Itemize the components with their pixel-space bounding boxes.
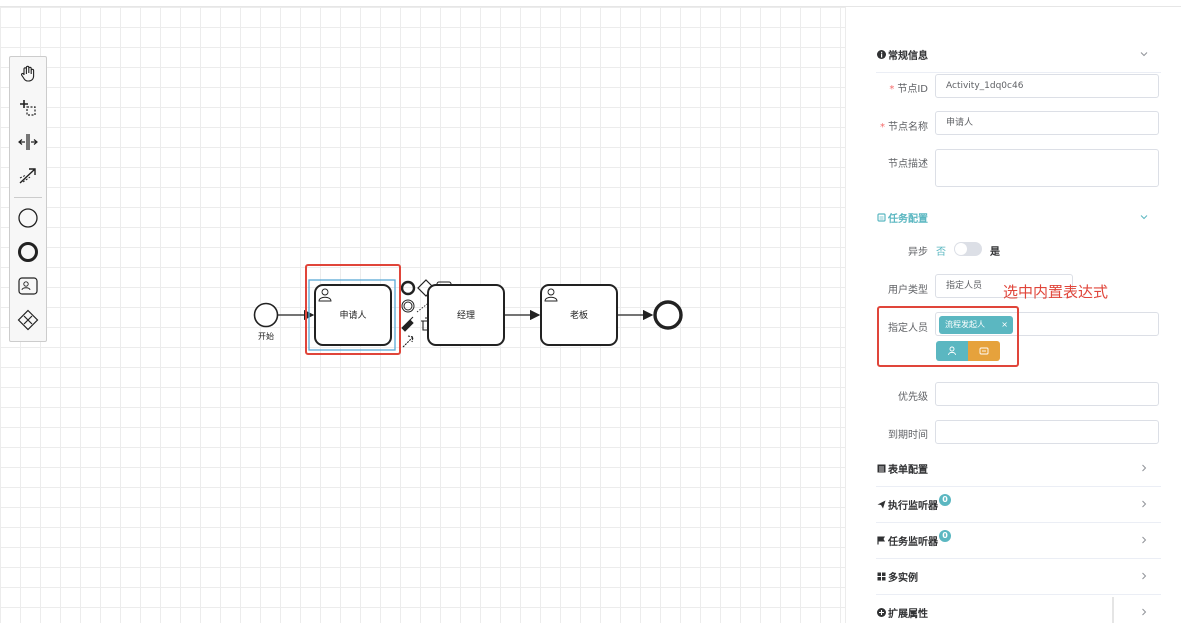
section-exec-listener[interactable]: 执行监听器 0 xyxy=(876,487,1161,523)
node-desc-label: 节点描述 xyxy=(888,159,928,170)
assignee-tag: 流程发起人 × xyxy=(939,316,1013,334)
chevron-right-icon xyxy=(1139,463,1149,476)
node-desc-textarea[interactable] xyxy=(935,149,1159,187)
highlight-task-box xyxy=(305,264,401,355)
task-applicant[interactable] xyxy=(314,284,392,346)
hand-tool-icon[interactable] xyxy=(10,57,46,91)
selection-outline xyxy=(308,279,396,351)
user-icon xyxy=(318,288,332,302)
chevron-right-icon xyxy=(1139,499,1149,512)
info-icon xyxy=(876,50,886,60)
section-general-title: 常规信息 xyxy=(888,51,928,62)
grid-icon xyxy=(876,572,886,582)
task-listener-count: 0 xyxy=(939,529,951,542)
gateway-icon[interactable] xyxy=(10,303,46,337)
highlight-assignee-box xyxy=(877,306,1019,367)
node-name-label: *节点名称 xyxy=(880,122,928,133)
chevron-right-icon xyxy=(1139,571,1149,584)
user-type-label: 用户类型 xyxy=(888,285,928,296)
section-form-config[interactable]: 表单配置 xyxy=(876,451,1161,487)
send-icon xyxy=(876,500,886,510)
priority-label: 优先级 xyxy=(898,392,928,403)
section-task-listener[interactable]: 任务监听器 0 xyxy=(876,523,1161,559)
select-user-button[interactable] xyxy=(936,341,968,361)
top-bar xyxy=(0,0,1181,7)
form-icon xyxy=(876,464,886,474)
due-time-label: 到期时间 xyxy=(888,430,928,441)
tool-palette xyxy=(9,56,47,342)
task-boss[interactable] xyxy=(540,284,618,346)
annotation-text: 选中内置表达式 xyxy=(1003,283,1109,301)
async-off-label: 否 xyxy=(936,247,946,258)
tag-close-icon[interactable]: × xyxy=(1001,320,1008,329)
due-time-input[interactable] xyxy=(935,420,1159,444)
section-task-config[interactable]: 任务配置 xyxy=(876,200,1161,235)
task-manager[interactable] xyxy=(427,284,505,346)
task-applicant-label: 申请人 xyxy=(339,309,366,321)
space-tool-icon[interactable] xyxy=(10,125,46,159)
user-task-icon[interactable] xyxy=(10,269,46,303)
section-multi-instance[interactable]: 多实例 xyxy=(876,559,1161,595)
async-label: 异步 xyxy=(908,247,928,258)
section-task-config-title: 任务配置 xyxy=(888,214,928,225)
chevron-down-icon xyxy=(1139,212,1149,225)
task-manager-label: 经理 xyxy=(457,309,475,321)
chevron-right-icon xyxy=(1139,607,1149,620)
chevron-down-icon xyxy=(1139,49,1149,62)
append-intermediate-event-icon[interactable] xyxy=(401,299,415,313)
async-on-label: 是 xyxy=(990,247,1000,258)
async-toggle[interactable] xyxy=(954,242,982,256)
exec-listener-count: 0 xyxy=(939,493,951,506)
start-event-icon[interactable] xyxy=(10,201,46,235)
flag-icon xyxy=(876,536,886,546)
expression-icon xyxy=(979,347,989,355)
task-config-icon xyxy=(876,213,886,223)
lasso-tool-icon[interactable] xyxy=(10,91,46,125)
node-name-input[interactable]: 申请人 xyxy=(935,111,1159,135)
task-boss-label: 老板 xyxy=(570,309,588,321)
assignee-label: 指定人员 xyxy=(888,323,928,334)
end-event-icon[interactable] xyxy=(10,235,46,269)
append-end-event-icon[interactable] xyxy=(400,280,416,296)
start-event[interactable] xyxy=(253,302,279,328)
connect-tool-icon[interactable] xyxy=(10,159,46,193)
start-event-label: 开始 xyxy=(258,331,274,341)
wrench-icon[interactable] xyxy=(401,316,414,332)
plus-circle-icon xyxy=(876,608,886,618)
chevron-right-icon xyxy=(1139,535,1149,548)
section-ext-props[interactable]: 扩展属性 xyxy=(876,595,1161,630)
node-id-label: *节点ID xyxy=(889,84,928,95)
user-icon xyxy=(544,288,558,302)
diagram-canvas[interactable] xyxy=(0,7,845,623)
node-id-input[interactable]: Activity_1dq0c46 xyxy=(935,74,1159,98)
end-event[interactable] xyxy=(653,300,683,330)
section-general[interactable]: 常规信息 xyxy=(876,37,1161,73)
priority-input[interactable] xyxy=(935,382,1159,406)
panel-scrollbar[interactable] xyxy=(1112,597,1114,623)
bpmn-diagram: 申请人 经理 老板 开始 xyxy=(253,279,683,351)
palette-divider xyxy=(14,197,42,198)
user-icon xyxy=(948,346,956,356)
select-expression-button[interactable] xyxy=(968,341,1000,361)
properties-panel: 常规信息 *节点ID Activity_1dq0c46 *节点名称 申请人 节点… xyxy=(845,7,1181,623)
user-type-select[interactable]: 指定人员 xyxy=(935,274,1073,298)
